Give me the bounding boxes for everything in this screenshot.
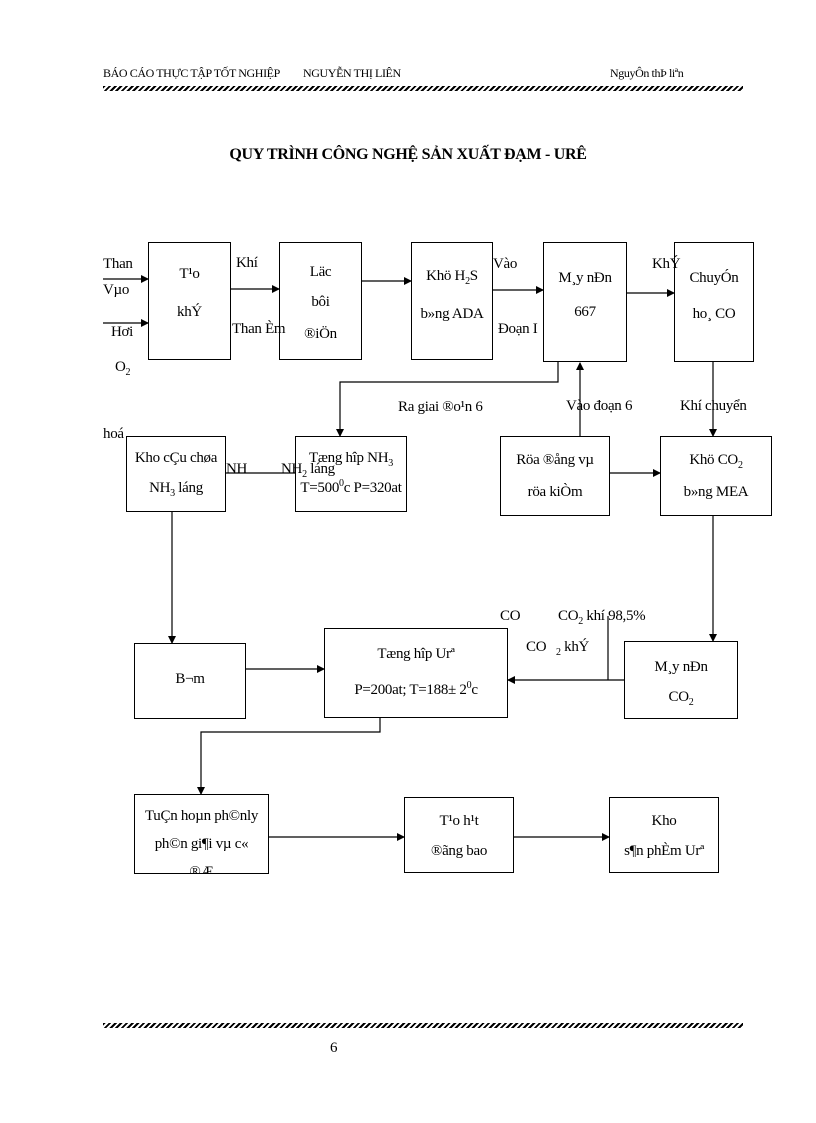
label-khi-chuyen: Khí chuyển: [680, 398, 747, 414]
label-than-em: Than Èm: [232, 321, 286, 337]
pump-box: B¬m: [134, 643, 246, 719]
co2-compressor-box: M¸y nÐn CO2: [624, 641, 738, 719]
label-ra-giai-doan: Ra giai ®o¹n 6: [398, 399, 483, 415]
author-name-alt: NguyÔn thÞ liªn: [610, 66, 684, 80]
label-vao: Vào: [493, 256, 518, 272]
header-rule: [103, 86, 743, 91]
co-converter-box: ChuyÓn ho¸ CO: [674, 242, 754, 362]
label-vao-left: Vµo: [103, 282, 130, 298]
footer-rule: [103, 1023, 743, 1028]
label-o2: O2: [115, 359, 131, 378]
report-title: BÁO CÁO THỰC TẬP TỐT NGHIỆP: [103, 66, 280, 80]
label-co-top: CO: [500, 608, 521, 624]
label-co-mid: CO: [526, 639, 547, 655]
arrow-urea-recycle: [197, 718, 381, 795]
page-number: 6: [330, 1040, 338, 1056]
page-title: QUY TRÌNH CÔNG NGHỆ SẢN XUẤT ĐẠM - URÊ: [229, 146, 587, 163]
label-hoi: Hơi: [111, 324, 134, 340]
label-than: Than: [103, 256, 133, 272]
wash-box: Röa ®ång vµ röa kiÒm: [500, 436, 610, 516]
author-name: NGUYỄN THỊ LIÊN: [303, 66, 401, 80]
nh3-synthesis-box: Tæng hîp NH3 T=5000c P=320at: [295, 436, 407, 512]
label-hoa: hoá: [103, 426, 124, 442]
arrow-to-nh3-synthesis: [336, 362, 559, 437]
compressor-667-box: M¸y nÐn 667: [543, 242, 627, 362]
gasifier-box: T¹o khÝ: [148, 242, 231, 360]
label-nh: NH: [226, 461, 248, 477]
co2-removal-box: Khö CO2 b»ng MEA: [660, 436, 772, 516]
label-vao-doan-6: Vào đoạn 6: [566, 398, 633, 414]
label-nh2-long: NH2 láng: [281, 461, 335, 480]
label-co2-98: CO2 khí 98,5%: [558, 608, 646, 627]
nh3-storage-box: Kho cÇu chøa NH3 láng: [126, 436, 226, 512]
recycle-box: TuÇn hoµn ph©nly ph©n gi¶i vµ c« ®Æ: [134, 794, 269, 874]
label-khy: KhÝ: [652, 256, 681, 272]
label-khi: Khí: [236, 255, 258, 271]
label-doan-i: Đoạn I: [498, 321, 538, 337]
bagging-box: T¹o h¹t ®ãng bao: [404, 797, 514, 873]
label-co2-khy: 2 khÝ: [556, 639, 590, 658]
h2s-removal-box: Khö H2S b»ng ADA: [411, 242, 493, 360]
product-store-box: Kho s¶n phÈm Urª: [609, 797, 719, 873]
dust-filter-box: Läc bôi ®iÖn: [279, 242, 362, 360]
urea-synthesis-box: Tæng hîp Urª P=200at; T=188± 20c: [324, 628, 508, 718]
